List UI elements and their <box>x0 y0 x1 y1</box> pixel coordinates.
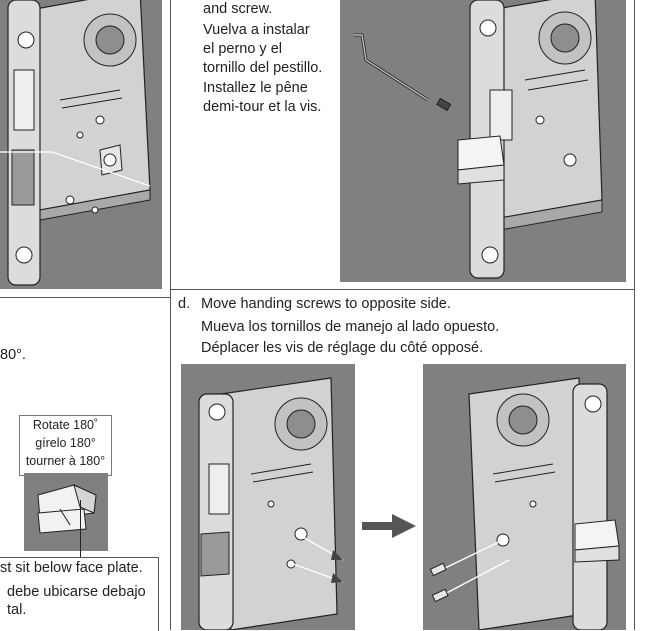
rotate-callout-french: tourner à 180° <box>25 454 106 468</box>
step-c-english-tail: and screw. <box>203 1 273 17</box>
rotate-callout-english: Rotate 180˚ <box>32 418 99 432</box>
right-border <box>634 0 635 630</box>
step-c-spanish-1: Vuelva a instalar <box>203 22 310 38</box>
figure-latchbolt-reinstall <box>340 0 626 282</box>
arrow-right-icon <box>362 514 416 538</box>
left-fragment-degrees: 80°. <box>0 347 26 363</box>
row-divider-right <box>170 289 635 290</box>
figure-handing-screws-before <box>181 364 355 630</box>
step-d-french: Déplacer les vis de réglage du côté oppo… <box>201 340 484 356</box>
left-fragment-face-plate: st sit below face plate. <box>0 560 143 576</box>
row-divider-left <box>0 297 170 298</box>
step-d-english: Move handing screws to opposite side. <box>201 296 451 312</box>
figure-rotated-latchbolt <box>24 473 108 551</box>
figure-handing-screws-after <box>423 364 626 630</box>
step-c-spanish-2: el perno y el <box>203 41 282 57</box>
step-c-spanish-3: tornillo del pestillo. <box>203 60 323 76</box>
note-box-border <box>0 557 159 631</box>
step-d-spanish: Mueva los tornillos de manejo al lado op… <box>201 319 500 335</box>
left-fragment-spanish-2: tal. <box>7 602 27 618</box>
callout-leader-line <box>80 500 81 557</box>
figure-lock-body-top-left <box>0 0 162 289</box>
column-divider <box>170 0 171 630</box>
rotate-callout-spanish: gírelo 180° <box>35 436 96 450</box>
step-d-letter: d. <box>178 296 191 312</box>
step-c-french-2: demi-tour et la vis. <box>203 99 322 115</box>
step-c-french-1: Installez le pêne <box>203 80 308 96</box>
left-fragment-spanish-1: debe ubicarse debajo <box>7 584 146 600</box>
rotate-callout: Rotate 180˚ gírelo 180° tourner à 180° <box>19 415 112 476</box>
